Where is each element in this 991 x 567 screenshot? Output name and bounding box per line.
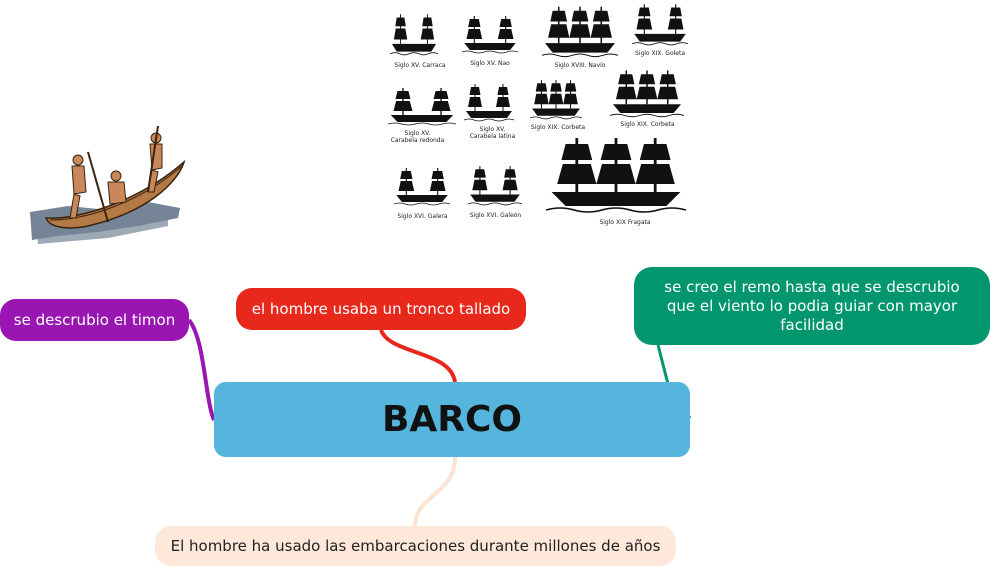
branch-millones[interactable]: El hombre ha usado las embarcaciones dur… [155,526,676,566]
central-topic-barco[interactable]: BARCO [214,382,690,457]
ship-caption: Siglo XV. Carabela latina [469,126,516,140]
navio-ship-icon [542,6,618,58]
ship-caption: Siglo XV. Carabela redonda [390,130,445,144]
branch-timon-label: se descrubio el timon [13,310,176,329]
branch-tronco[interactable]: el hombre usaba un tronco tallado [236,288,526,330]
branch-remo[interactable]: se creo el remo hasta que se descrubio q… [634,267,990,345]
ship-caption: Siglo XVI. Galeón [469,212,522,219]
ship-caption: Siglo XIX. Corbeta [530,124,586,131]
canoe-illustration [30,125,186,244]
corbeta-2-ship-icon [610,70,684,118]
link-timon [187,318,216,421]
ship-caption: Siglo XVIII. Navío [554,62,606,69]
branch-tronco-label: el hombre usaba un tronco tallado [251,299,511,318]
carabela-redonda-ship-icon [388,88,456,126]
ship-caption: Siglo XV. Nao [470,60,510,67]
link-tronco [379,329,457,383]
fragata-ship-icon [546,138,686,213]
goleta-ship-icon [632,4,688,46]
carraca-ship-icon [390,14,438,56]
branch-millones-label: El hombre ha usado las embarcaciones dur… [170,536,661,555]
ship-types-chart: Siglo XV. Carraca Siglo XV. Nao Siglo XVII… [380,0,700,232]
ship-caption: Siglo XV. Carraca [394,62,446,69]
galera-ship-icon [394,168,450,206]
carabela-latina-ship-icon [464,84,514,122]
corbeta-ship-icon [530,80,582,120]
nao-ship-icon [462,16,518,54]
ship-caption: Siglo XVI. Galera [397,213,448,220]
link-millones [413,456,457,527]
branch-remo-label: se creo el remo hasta que se descrubio q… [664,277,960,334]
ship-caption: Siglo XIX. Corbeta [620,121,675,128]
branch-timon[interactable]: se descrubio el timon [0,299,189,341]
ship-caption: Siglo XIX Fragata [599,219,651,226]
ship-caption: Siglo XIX. Goleta [634,50,686,57]
galeon-ship-icon [468,166,522,206]
central-topic-label: BARCO [381,399,523,440]
